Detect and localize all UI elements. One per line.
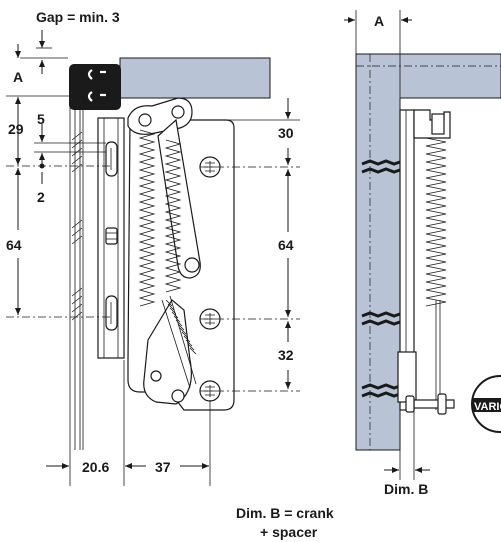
dim-a-right-label: A	[374, 13, 384, 29]
dim-30-label: 30	[278, 125, 294, 141]
spring-right	[164, 139, 182, 293]
note-line-2: + spacer	[260, 524, 318, 540]
vario-logo: VARIO	[471, 375, 501, 433]
dim-20-6-label: 20.6	[82, 459, 109, 475]
side-spring	[425, 129, 447, 307]
note-line-1: Dim. B = crank	[236, 505, 334, 521]
hinge-lever-arm	[157, 118, 201, 279]
door-top-profile	[69, 64, 121, 110]
cabinet-top-panel	[119, 57, 271, 99]
dim-b-label: Dim. B	[384, 481, 428, 497]
dim-32-label: 32	[278, 347, 294, 363]
dim-5-label: 5	[37, 111, 45, 127]
logo-text: VARIO	[474, 401, 501, 413]
front-view	[6, 30, 300, 486]
dim-2-label: 2	[37, 189, 45, 205]
spring-left	[138, 129, 156, 307]
dim-64-left-label: 64	[6, 237, 22, 253]
gap-label: Gap = min. 3	[36, 9, 120, 25]
dim-a-left-label: A	[13, 69, 23, 85]
dim-29-label: 29	[8, 121, 24, 137]
dim-37-label: 37	[155, 459, 171, 475]
side-view: VARIO	[344, 10, 501, 480]
dim-64-right-label: 64	[278, 237, 294, 253]
